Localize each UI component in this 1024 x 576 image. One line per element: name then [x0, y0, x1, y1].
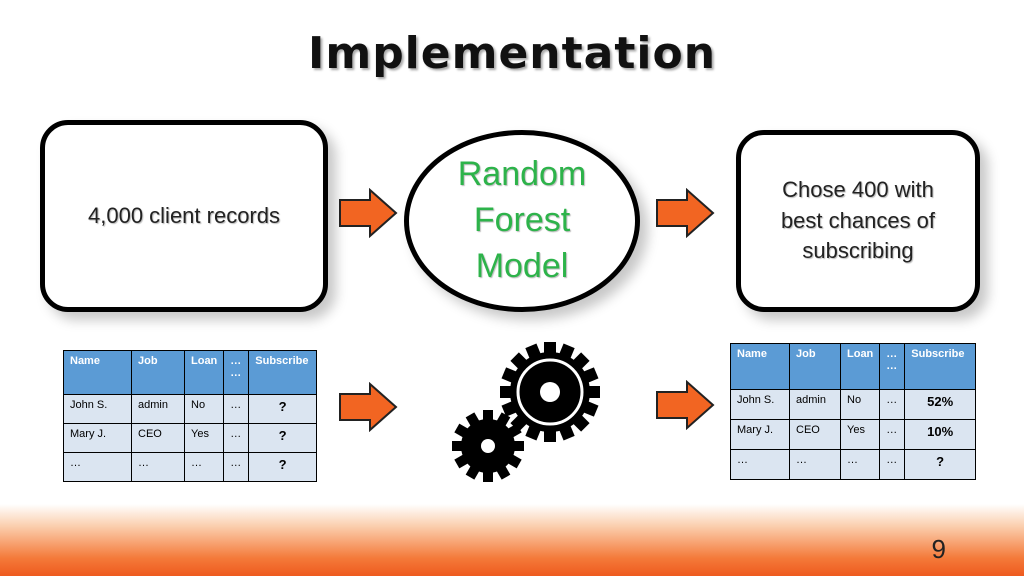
table-header-cell: Subscribe — [248, 350, 317, 395]
model-label-line2: Forest — [473, 201, 571, 240]
table-row: John S. admin No … 52% — [730, 389, 976, 420]
input-data-table: Name Job Loan … … Subscribe John S. admi… — [63, 350, 317, 482]
table-cell: … — [879, 389, 906, 420]
table-row: … … … … ? — [730, 449, 976, 480]
random-forest-model-ellipse: Random Forest Model — [404, 130, 640, 312]
page-number: 9 — [931, 534, 946, 564]
table-cell: CEO — [131, 423, 185, 453]
output-data-table: Name Job Loan … … Subscribe John S. admi… — [730, 343, 976, 480]
table-cell: ? — [904, 449, 976, 480]
table-cell: … — [730, 449, 790, 480]
arrow-right-icon — [339, 188, 398, 238]
table-cell: John S. — [63, 394, 132, 424]
table-cell: … — [183, 452, 225, 482]
table-cell: Yes — [183, 423, 225, 453]
output-selection-text: Chose 400 with best chances of subscribi… — [780, 176, 936, 264]
table-cell: … — [131, 452, 185, 482]
table-cell: 52% — [904, 389, 976, 420]
input-records-box: 4,000 client records — [40, 120, 328, 312]
table-cell: … — [223, 394, 250, 424]
large-gear-icon — [500, 342, 600, 442]
table-cell: … — [839, 449, 881, 480]
arrow-right-icon — [656, 188, 715, 238]
table-header-cell: Subscribe — [904, 343, 976, 390]
table-cell: … — [223, 452, 250, 482]
table-cell: Mary J. — [63, 423, 132, 453]
input-records-text: 4,000 client records — [88, 202, 280, 228]
table-header-cell: Job — [789, 343, 841, 390]
slide-title: Implementation — [307, 28, 717, 79]
table-header-cell: … … — [223, 350, 250, 395]
table-cell: … — [879, 419, 906, 450]
table-cell: … — [789, 449, 841, 480]
table-row: … … … … ? — [63, 452, 317, 482]
table-cell: admin — [131, 394, 185, 424]
table-cell: ? — [248, 394, 317, 424]
table-cell: … — [879, 449, 906, 480]
table-row: Mary J. CEO Yes … 10% — [730, 419, 976, 450]
arrow-right-icon — [656, 380, 715, 430]
table-cell: Yes — [839, 419, 881, 450]
table-cell: CEO — [789, 419, 841, 450]
table-cell: ? — [248, 452, 317, 482]
table-header-cell: Loan — [183, 350, 225, 395]
table-header-cell: Job — [131, 350, 185, 395]
small-gear-icon — [452, 410, 524, 482]
table-cell: 10% — [904, 419, 976, 450]
table-cell: … — [63, 452, 132, 482]
table-cell: No — [839, 389, 881, 420]
model-label-line3: Model — [475, 246, 569, 285]
table-cell: … — [223, 423, 250, 453]
table-cell: John S. — [730, 389, 790, 420]
table-header-cell: … … — [879, 343, 906, 390]
arrow-right-icon — [339, 382, 398, 432]
output-selection-box: Chose 400 with best chances of subscribi… — [736, 130, 980, 312]
table-header-cell: Loan — [839, 343, 881, 390]
table-cell: Mary J. — [730, 419, 790, 450]
footer-gradient-band — [0, 504, 1024, 576]
table-row: Mary J. CEO Yes … ? — [63, 423, 317, 453]
gears-icon — [452, 342, 600, 482]
table-cell: ? — [248, 423, 317, 453]
table-cell: admin — [789, 389, 841, 420]
table-header-cell: Name — [730, 343, 790, 390]
table-row: John S. admin No … ? — [63, 394, 317, 424]
table-header-cell: Name — [63, 350, 132, 395]
model-label-line1: Random — [457, 155, 587, 194]
table-cell: No — [183, 394, 225, 424]
